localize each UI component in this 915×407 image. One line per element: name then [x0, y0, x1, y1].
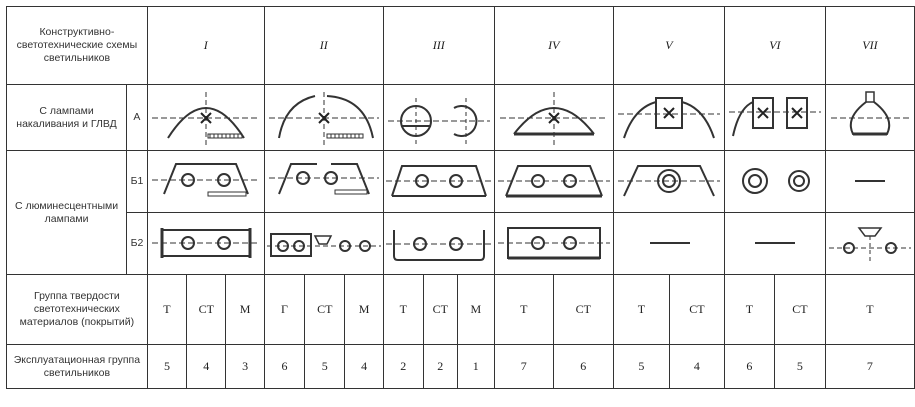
- row-code-b2: Б2: [126, 212, 148, 275]
- hardness-cell: М: [456, 274, 495, 345]
- operational-cell: 4: [668, 344, 725, 389]
- scheme-b1-IV: [493, 150, 614, 213]
- hardness-cell: СТ: [552, 274, 614, 345]
- scheme-b2-V: [612, 212, 725, 275]
- trough-diagram: [385, 229, 492, 261]
- row-code-b1: Б1: [126, 150, 148, 213]
- hardness-cell: М: [225, 274, 265, 345]
- scheme-a-IV: [493, 84, 614, 151]
- hardness-cell: СТ: [422, 274, 458, 345]
- operational-cell: 4: [344, 344, 384, 389]
- operational-cell: 6: [263, 344, 306, 389]
- row-code-a: А: [126, 84, 148, 151]
- operational-cell: 5: [146, 344, 188, 389]
- hardness-cell: Т: [493, 274, 554, 345]
- hardness-cell: СТ: [773, 274, 826, 345]
- pendant-lamp-diagram: [828, 226, 911, 262]
- scheme-b2-I: [146, 212, 265, 275]
- operational-cell: 2: [382, 344, 424, 389]
- scheme-a-III: [382, 84, 495, 151]
- scheme-b1-V: [612, 150, 725, 213]
- group-header-III: III: [382, 6, 495, 85]
- hardness-cell: СТ: [186, 274, 227, 345]
- dash-diagram: [754, 241, 795, 244]
- row-operational: Эксплуатационная группа светильников 5 4…: [6, 344, 915, 389]
- dome-reflector-diagram: [151, 91, 260, 146]
- row-fluorescent-b2: Б2: [7, 212, 915, 275]
- row-incandescent: С лампами накаливания и ГЛВД А: [5, 84, 915, 151]
- group-header-VII: VII: [824, 6, 915, 85]
- scheme-a-VII: [824, 84, 915, 151]
- operational-cell: 6: [723, 344, 775, 389]
- open-trapezoid-diagram: [268, 162, 379, 194]
- scheme-a-II: [263, 84, 384, 151]
- row-label-fluorescent: С люминесцентными лампами: [5, 150, 127, 275]
- ring-lamp-diagram: [617, 164, 720, 196]
- operational-cell: 2: [422, 344, 458, 389]
- hardness-cell: Г: [263, 274, 306, 345]
- scheme-b2-IV: [493, 212, 614, 275]
- luminaire-scheme-table: Конструктивно-светотехнические схемы све…: [5, 6, 915, 389]
- group-header-VI: VI: [723, 6, 826, 85]
- operational-cell: 4: [186, 344, 227, 389]
- bare-line-diagram: [854, 179, 885, 182]
- row-label-operational: Эксплуатационная группа светильников: [6, 344, 148, 389]
- operational-cell: 5: [304, 344, 346, 389]
- hardness-cell: СТ: [668, 274, 725, 345]
- scheme-b1-VII: [824, 150, 915, 213]
- enclosed-lamp-diagram: [617, 96, 720, 138]
- box-twin-lamp-diagram: [151, 227, 260, 258]
- operational-cell: 6: [552, 344, 614, 389]
- twin-cup-diagram: [728, 96, 821, 136]
- scheme-b1-II: [263, 150, 384, 213]
- hardness-cell: СТ: [304, 274, 346, 345]
- row-label-hardness: Группа твердости светотехнических матери…: [6, 274, 148, 345]
- row-hardness: Группа твердости светотехнических матери…: [6, 274, 915, 345]
- closed-box-diagram: [497, 226, 610, 259]
- globe-diagram: [387, 97, 490, 144]
- hardness-cell: Т: [146, 274, 188, 345]
- row-fluorescent-b1: С люминесцентными лампами Б1: [5, 150, 915, 275]
- scheme-b2-II: [263, 212, 384, 275]
- scheme-b1-VI: [723, 150, 826, 213]
- trapezoid-twin-lamp-diagram: [151, 162, 260, 196]
- hardness-cell: Т: [612, 274, 670, 345]
- luminaire-scheme-table-wrapper: Конструктивно-светотехнические схемы све…: [5, 6, 915, 389]
- hardness-cell: Т: [382, 274, 424, 345]
- hardness-cell: Т: [824, 274, 915, 345]
- shallow-trapezoid-diagram: [385, 164, 492, 197]
- group-header-V: V: [612, 6, 725, 85]
- hardness-cell: М: [344, 274, 384, 345]
- operational-cell: 7: [493, 344, 554, 389]
- operational-cell: 1: [456, 344, 495, 389]
- operational-cell: 5: [773, 344, 826, 389]
- operational-cell: 7: [824, 344, 915, 389]
- group-header-I: I: [146, 6, 265, 85]
- hardness-cell: Т: [723, 274, 775, 345]
- half-dome-diagram: [268, 91, 379, 146]
- header-title: Конструктивно-светотехнические схемы све…: [6, 6, 148, 85]
- scheme-b2-VII: [824, 212, 915, 275]
- scheme-b1-I: [146, 150, 265, 213]
- closed-trapezoid-diagram: [497, 164, 610, 197]
- scheme-a-VI: [723, 84, 826, 151]
- group-header-IV: IV: [493, 6, 614, 85]
- row-label-incandescent: С лампами накаливания и ГЛВД: [5, 84, 127, 151]
- pendant-globe-diagram: [830, 90, 909, 135]
- scheme-b1-III: [382, 150, 495, 213]
- operational-cell: 3: [225, 344, 265, 389]
- dash-diagram: [649, 241, 690, 244]
- scheme-a-I: [146, 84, 265, 151]
- header-row: Конструктивно-светотехнические схемы све…: [6, 6, 915, 85]
- group-header-II: II: [263, 6, 384, 85]
- scheme-a-V: [612, 84, 725, 151]
- scheme-b2-VI: [723, 212, 826, 275]
- twin-ring-diagram: [741, 167, 810, 194]
- operational-cell: 5: [612, 344, 670, 389]
- small-box-diagram: [266, 232, 381, 257]
- scheme-b2-III: [382, 212, 495, 275]
- bowl-diagram: [499, 91, 608, 146]
